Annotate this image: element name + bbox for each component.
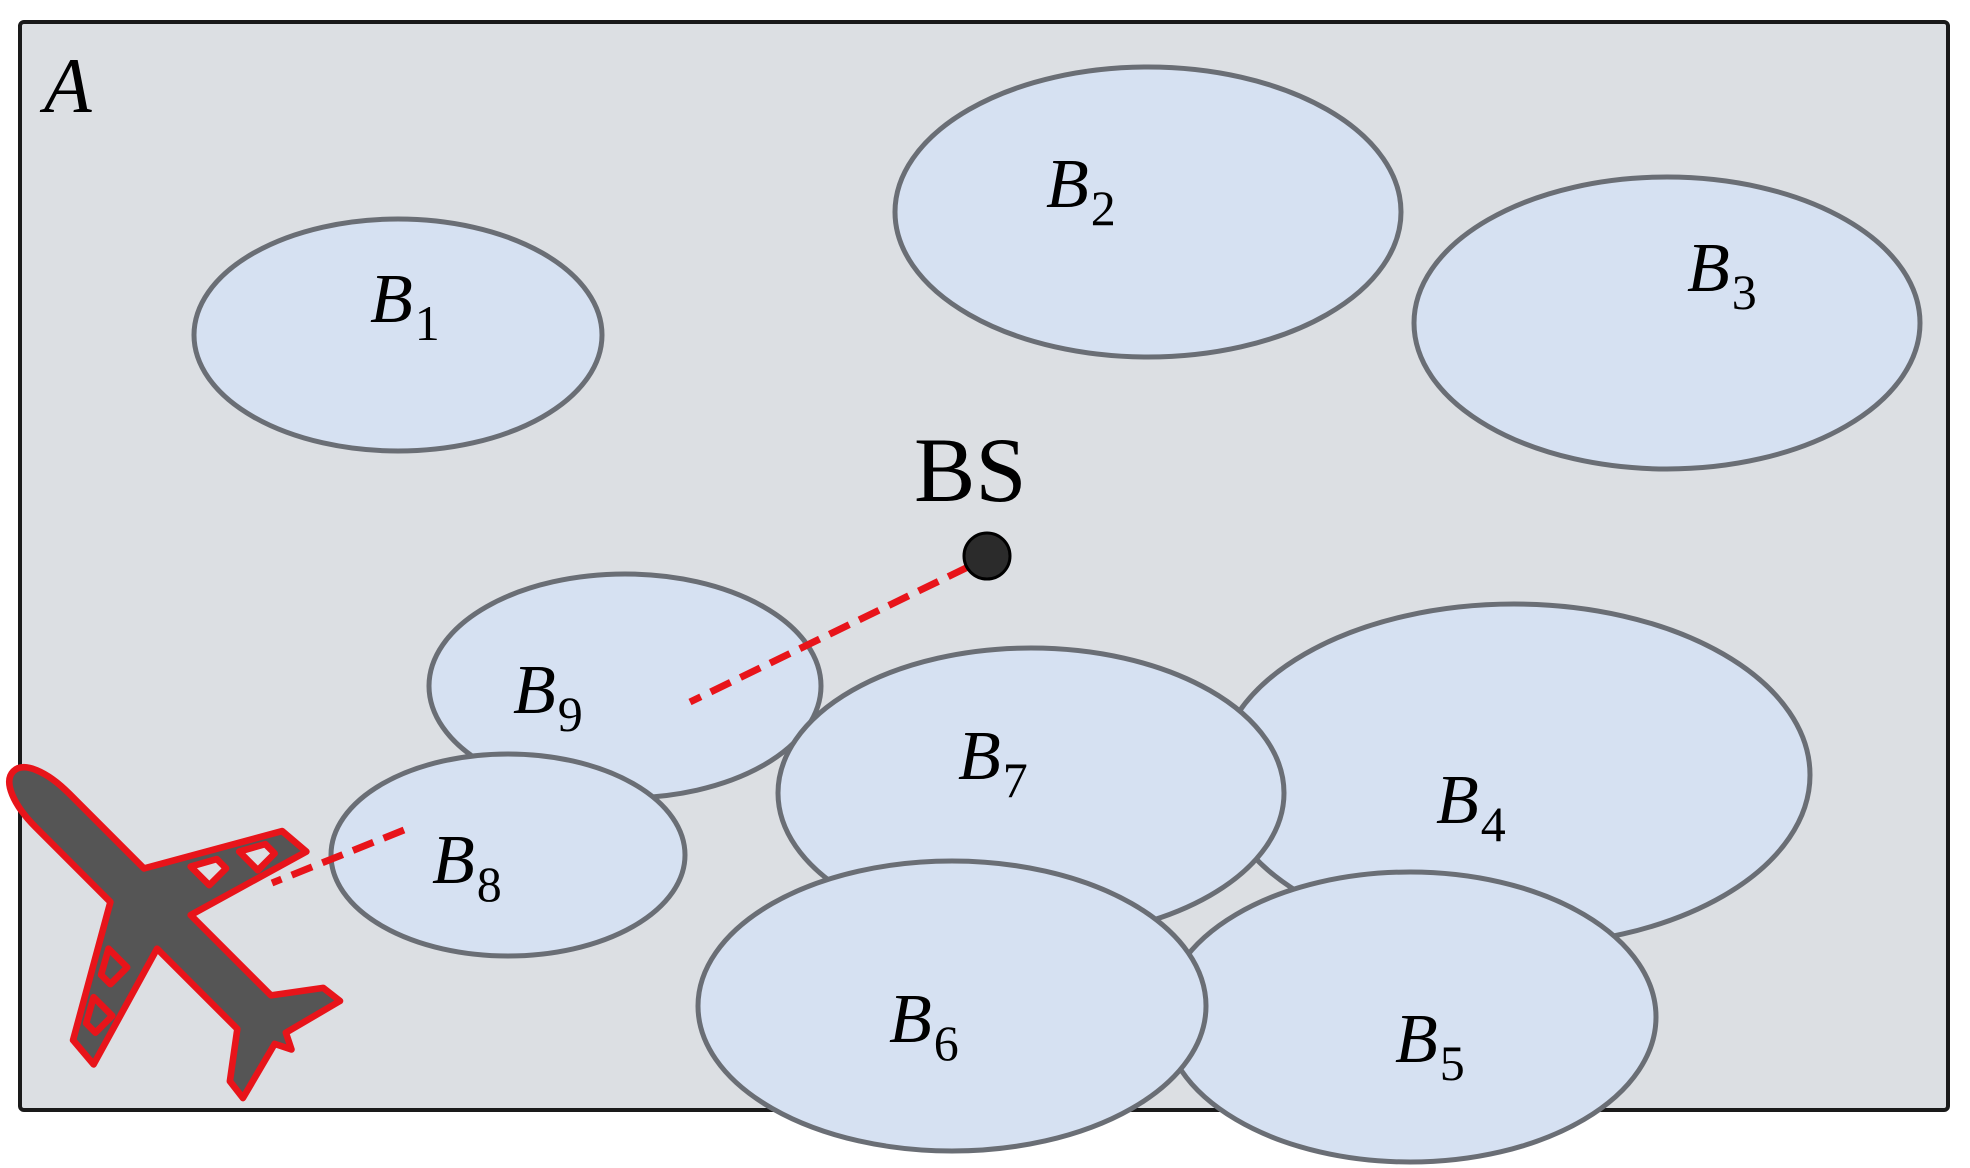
zone-b2-label: B2: [1046, 146, 1116, 236]
zone-b1-label: B1: [370, 261, 440, 351]
zone-b7-label: B7: [958, 718, 1028, 808]
base-station-dot: [962, 531, 1012, 581]
zone-b1: [191, 216, 605, 454]
zone-b4-label: B4: [1436, 762, 1506, 852]
zones-layer: [191, 64, 1923, 1165]
bs-link-dashed-line: [688, 563, 970, 706]
zone-b8-label: B8: [432, 822, 502, 912]
zone-b9-label: B9: [513, 652, 583, 742]
zone-b6-label: B6: [889, 981, 959, 1071]
airplane-icon: [6, 764, 344, 1102]
base-station-label: BS: [914, 419, 1027, 521]
zone-labels: B1 B2 B3 B4 B5 B6 B7 B8 B9: [370, 146, 1757, 1091]
aircraft-link-dashed-line: [270, 826, 406, 887]
zone-b3: [1411, 174, 1923, 472]
zone-b8: [328, 751, 688, 959]
zone-b2: [892, 64, 1404, 360]
zone-b6: [695, 858, 1209, 1154]
zone-b5-label: B5: [1395, 1001, 1465, 1091]
region-a-label: A: [39, 42, 92, 129]
zone-b3-label: B3: [1687, 230, 1757, 320]
